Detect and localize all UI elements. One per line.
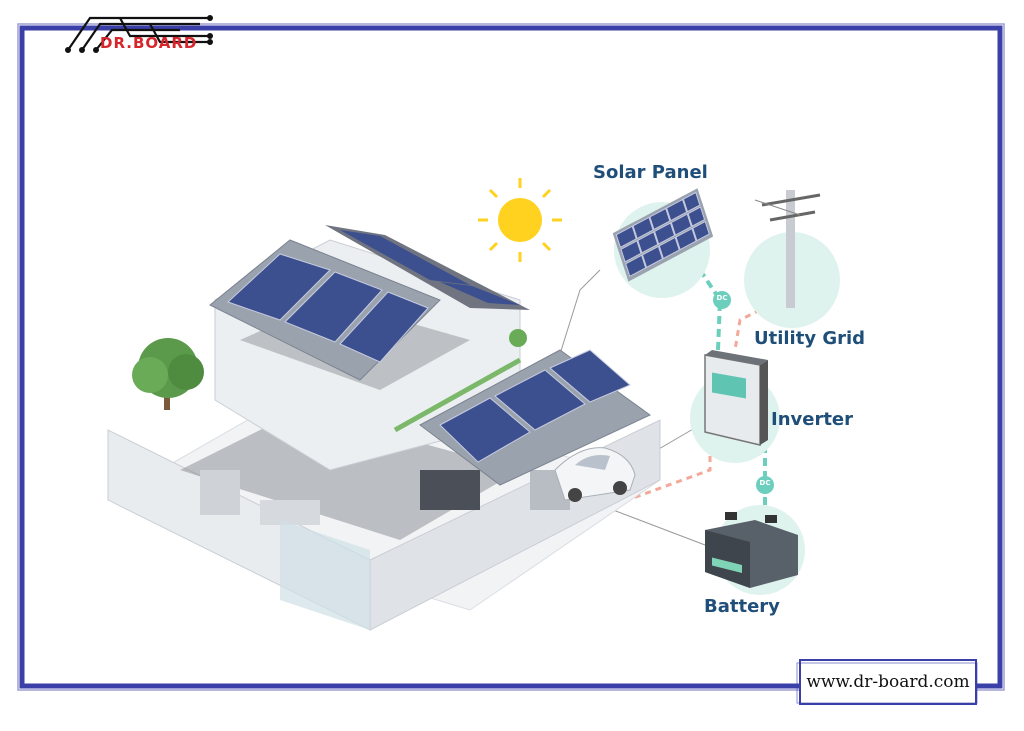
website-stamp-frame <box>796 659 978 705</box>
inverter-icon <box>690 350 780 463</box>
label-inverter: Inverter <box>771 409 854 430</box>
label-solar-panel: Solar Panel <box>593 162 708 183</box>
house-icon <box>106 225 662 631</box>
logo-text: DR.BOARD <box>100 34 198 52</box>
dc-badge-bottom: DC <box>759 479 771 487</box>
dc-badge-top: DC <box>716 294 728 302</box>
battery-icon <box>705 505 805 595</box>
tree-icon <box>132 338 204 410</box>
solar-panel-icon <box>612 188 714 298</box>
car-icon <box>554 447 636 502</box>
circuit-logo-icon <box>65 15 213 53</box>
utility-pole-icon <box>744 190 840 328</box>
sun-icon <box>478 178 562 262</box>
label-battery: Battery <box>704 596 780 617</box>
label-utility-grid: Utility Grid <box>754 328 866 349</box>
dc-badges <box>713 291 774 494</box>
website-link[interactable]: www.dr-board.com <box>806 672 970 692</box>
